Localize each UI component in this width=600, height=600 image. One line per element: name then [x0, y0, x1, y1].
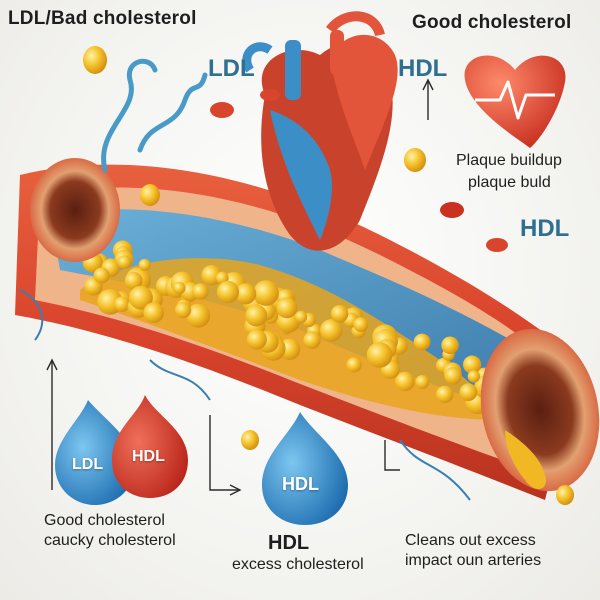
plaque-globule [467, 370, 480, 383]
floating-fat [83, 46, 107, 74]
floating-fat [241, 430, 259, 450]
red-blood-cell [210, 102, 234, 118]
floating-fat [140, 184, 160, 206]
plaque-label-1: Plaque buildup [456, 152, 562, 169]
plaque-globule [245, 304, 268, 327]
bottom-right-line2: impact oun arteries [405, 552, 542, 569]
floating-fat [404, 148, 426, 172]
artery-opening-left [30, 158, 120, 262]
plaque-globule [117, 255, 132, 269]
heart-illustration [242, 11, 398, 251]
plaque-globule [459, 383, 478, 402]
drop-hdl-center-label: HDL [282, 474, 319, 494]
blue-vessel-left-2 [137, 72, 208, 153]
plaque-globule [441, 336, 459, 355]
plaque-globule [186, 303, 211, 328]
plaque-globule [216, 280, 240, 303]
plaque-globule [124, 271, 143, 290]
floating-fat [556, 485, 574, 505]
plaque-globule [246, 329, 267, 350]
label-hdl-right: HDL [520, 215, 570, 242]
plaque-globule [319, 319, 343, 342]
plaque-globule [346, 357, 362, 373]
bottom-center-line2: excess cholesterol [232, 556, 364, 573]
plaque-globule [128, 285, 153, 310]
plaque-globule [276, 297, 298, 319]
plaque-globule [353, 317, 369, 332]
header-right: Good cholesterol [412, 12, 572, 33]
capillary-3 [399, 439, 471, 501]
plaque-globule [413, 333, 431, 351]
plaque-globule [253, 280, 279, 306]
bottom-left-line1: Good cholesterol [44, 512, 165, 529]
plaque-globule [93, 267, 110, 284]
red-blood-cell [440, 202, 464, 218]
plaque-globule [366, 342, 393, 368]
plaque-label-2: plaque buld [468, 174, 551, 191]
drop-hdl-red-label: HDL [132, 448, 165, 465]
blue-vessel-left [101, 58, 158, 173]
header-left: LDL/Bad cholesterol [8, 8, 197, 29]
capillary-2 [149, 359, 211, 401]
plaque-globule [173, 281, 186, 295]
plaque-globule [143, 302, 164, 324]
bottom-center-line1: HDL [268, 532, 310, 554]
drop-hdl-blue-center [262, 412, 348, 525]
label-ldl-top: LDL [208, 55, 255, 82]
plaque-globule [444, 367, 462, 385]
drop-ldl-blue [55, 400, 135, 505]
heart-icon [464, 55, 566, 148]
plaque-globule [114, 296, 130, 312]
label-hdl-top: HDL [398, 55, 448, 82]
plaque-globule [294, 310, 308, 324]
plaque-globule [436, 385, 454, 404]
plaque-globule [192, 283, 209, 300]
red-blood-cell [486, 238, 508, 252]
plaque-globule [235, 283, 257, 305]
plaque-globule [330, 305, 349, 323]
annotation-arrows [46, 78, 434, 496]
drop-ldl-label: LDL [72, 456, 104, 473]
red-blood-cell [260, 89, 280, 101]
bottom-left-line2: caucky cholesterol [44, 532, 176, 549]
plaque-globule [395, 371, 415, 392]
capillary-1 [19, 289, 44, 341]
plaque-globule [138, 258, 151, 271]
bottom-right-line1: Cleans out excess [405, 532, 536, 549]
plaque-globule [415, 375, 430, 389]
plaque-globule [175, 301, 192, 319]
plaque-globule [463, 355, 482, 374]
plaque-globule [303, 331, 321, 349]
plaque-ooze [505, 430, 546, 490]
drop-hdl-red [112, 395, 188, 498]
